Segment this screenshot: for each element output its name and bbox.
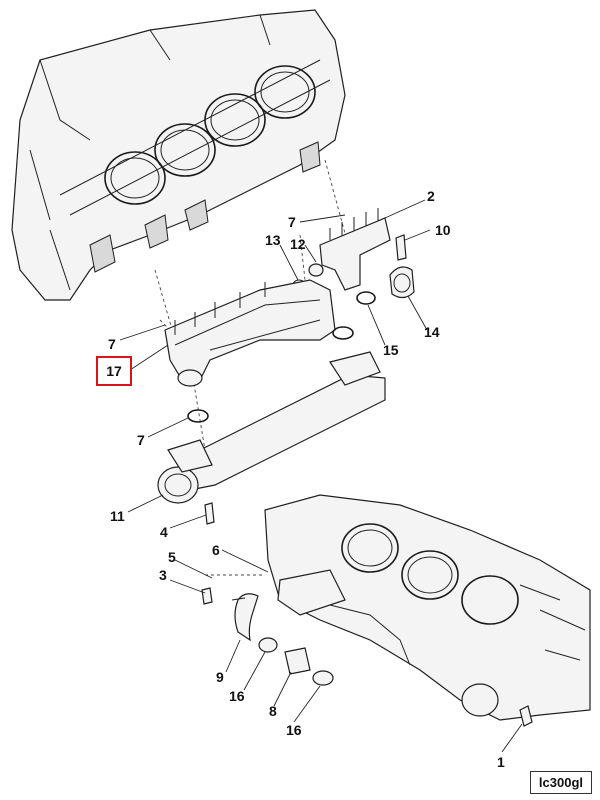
callout-14[interactable]: 14 bbox=[424, 324, 440, 340]
callout-15[interactable]: 15 bbox=[383, 342, 399, 358]
callout-7[interactable]: 7 bbox=[108, 336, 116, 352]
intake-manifold bbox=[164, 279, 354, 387]
callout-3[interactable]: 3 bbox=[159, 567, 167, 583]
callout-16[interactable]: 16 bbox=[286, 722, 302, 738]
diagram-reference-code: lc300gl bbox=[529, 771, 592, 794]
callout-9[interactable]: 9 bbox=[216, 669, 224, 685]
hoses-and-clamps bbox=[201, 574, 334, 686]
callout-5[interactable]: 5 bbox=[168, 549, 176, 565]
upper-bracket bbox=[319, 208, 391, 291]
callout-17-selected[interactable]: 17 bbox=[96, 356, 132, 386]
callout-2[interactable]: 2 bbox=[427, 188, 435, 204]
callout-12[interactable]: 12 bbox=[290, 236, 306, 252]
callout-16[interactable]: 16 bbox=[229, 688, 245, 704]
callout-1[interactable]: 1 bbox=[497, 754, 505, 770]
callout-6[interactable]: 6 bbox=[212, 542, 220, 558]
upper-engine-block bbox=[11, 9, 346, 301]
small-parts-upper bbox=[292, 234, 415, 305]
callout-10[interactable]: 10 bbox=[435, 222, 451, 238]
lower-engine-block bbox=[264, 494, 591, 727]
callout-4[interactable]: 4 bbox=[160, 524, 168, 540]
callout-11[interactable]: 11 bbox=[110, 508, 125, 524]
cooler-tube bbox=[157, 351, 386, 525]
callout-13[interactable]: 13 bbox=[265, 232, 281, 248]
callout-7[interactable]: 7 bbox=[288, 214, 296, 230]
callout-8[interactable]: 8 bbox=[269, 703, 277, 719]
callout-7[interactable]: 7 bbox=[137, 432, 145, 448]
leader-lines bbox=[119, 199, 523, 753]
